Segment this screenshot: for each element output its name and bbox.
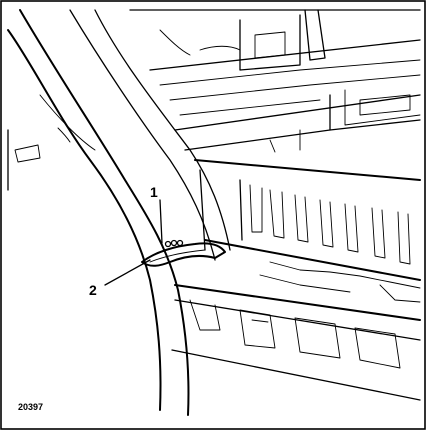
a-pillar [7, 9, 231, 416]
sill-panel [171, 261, 421, 401]
cross-member [194, 159, 421, 281]
callout-2-number: 2 [89, 282, 97, 298]
callout-1-leader [159, 199, 163, 244]
a-pillar-bracket [141, 242, 226, 267]
callout-2-leader [104, 259, 151, 286]
floor-panel [129, 9, 421, 153]
weld-point-mark [164, 239, 184, 248]
figure-reference: 20397 [18, 402, 43, 412]
callout-1-number: 1 [150, 184, 158, 200]
